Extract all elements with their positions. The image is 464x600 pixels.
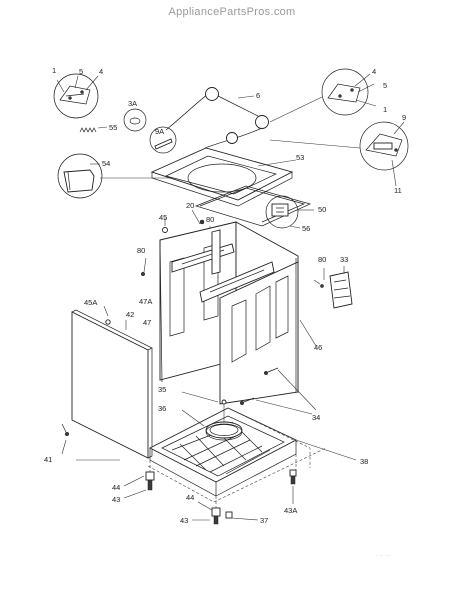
- lid-switch-detail: [269, 121, 409, 187]
- label-4: 4: [99, 67, 103, 76]
- bracket-33: [313, 266, 353, 309]
- switch-50: [265, 195, 314, 229]
- label-9: 9: [402, 113, 406, 122]
- label-53: 53: [296, 153, 304, 162]
- cabinet-46: [159, 221, 317, 405]
- part-labels: 1 5 4 3A 55 6 4 5 1 9 9A 54 53 11 20 80 …: [44, 66, 406, 525]
- dispenser-54: [57, 153, 170, 199]
- label-1-right: 1: [383, 105, 387, 114]
- label-3a: 3A: [128, 99, 137, 108]
- base-38: [147, 391, 357, 512]
- label-47a: 47A: [139, 297, 152, 306]
- top-cover-53: [150, 147, 297, 207]
- label-9a: 9A: [155, 127, 164, 136]
- label-11: 11: [394, 186, 402, 195]
- label-42: 42: [126, 310, 134, 319]
- label-55: 55: [109, 123, 117, 132]
- spring-55: [79, 126, 108, 133]
- label-1: 1: [52, 66, 56, 75]
- label-54: 54: [102, 159, 110, 168]
- label-38: 38: [360, 457, 368, 466]
- label-43-left: 43: [112, 495, 120, 504]
- hinge-detail-left: [53, 73, 99, 119]
- label-37: 37: [260, 516, 268, 525]
- part-9a: [149, 126, 177, 154]
- label-56: 56: [302, 224, 310, 233]
- label-80-left: 80: [137, 246, 145, 255]
- diagram-code: · · ·· ···: [372, 553, 391, 559]
- label-4-right: 4: [372, 67, 376, 76]
- label-80-top: 80: [206, 215, 214, 224]
- hinge-detail-right: [269, 68, 377, 123]
- label-44-left: 44: [112, 483, 120, 492]
- label-41: 41: [44, 455, 52, 464]
- label-46: 46: [314, 343, 322, 352]
- label-6: 6: [256, 91, 260, 100]
- screws-top: [140, 209, 211, 277]
- label-43-front: 43: [180, 516, 188, 525]
- label-35: 35: [158, 385, 166, 394]
- label-45: 45: [159, 213, 167, 222]
- label-45a: 45A: [84, 298, 97, 307]
- label-44-front: 44: [186, 493, 194, 502]
- label-34: 34: [312, 413, 320, 422]
- label-5: 5: [79, 67, 83, 76]
- label-47: 47: [143, 318, 151, 327]
- part-3a: [123, 108, 147, 132]
- label-36: 36: [158, 404, 166, 413]
- label-33: 33: [340, 255, 348, 264]
- label-5-right: 5: [383, 81, 387, 90]
- leveling-legs: [123, 469, 297, 525]
- front-panel-42: [71, 305, 153, 459]
- label-80-right: 80: [318, 255, 326, 264]
- screw-41: [61, 423, 120, 461]
- label-43a: 43A: [284, 506, 297, 515]
- label-50: 50: [318, 205, 326, 214]
- screws-34: [239, 367, 317, 415]
- lid-cable-6: [165, 87, 269, 149]
- label-20: 20: [186, 201, 194, 210]
- watermark: AppliancePartsPros.com: [168, 6, 296, 18]
